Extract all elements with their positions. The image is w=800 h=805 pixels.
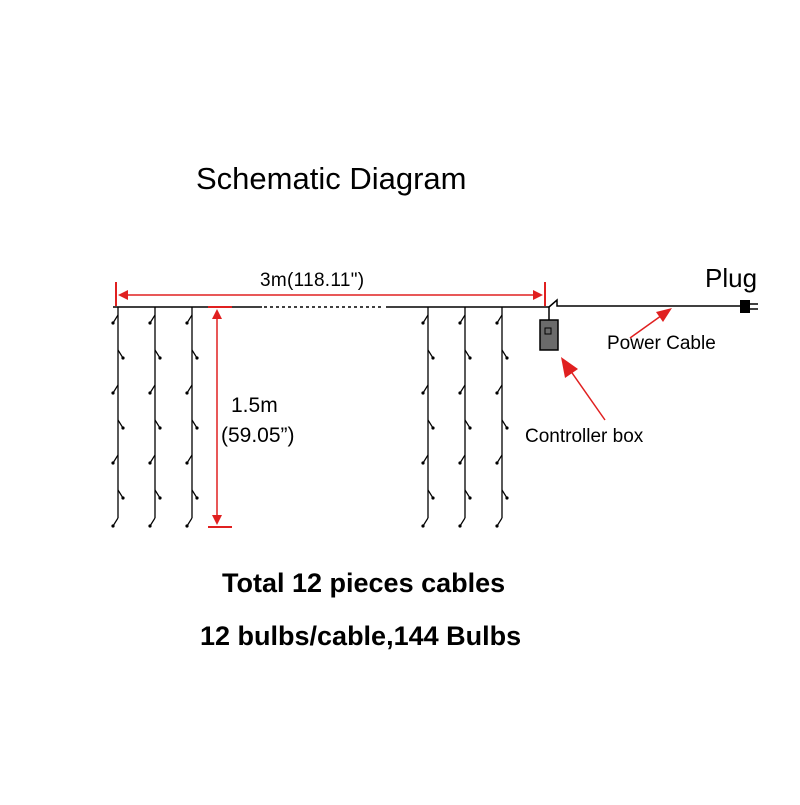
controller-box-pointer (561, 357, 606, 421)
total-cables-text: Total 12 pieces cables (222, 568, 506, 598)
width-dimension-line (115, 282, 546, 306)
bulb (185, 391, 189, 395)
bulb (505, 426, 509, 430)
controller-box-label: Controller box (525, 426, 644, 447)
bulb (111, 524, 115, 528)
bulb (111, 461, 115, 465)
bulb (421, 461, 425, 465)
bulb (148, 321, 152, 325)
bulb (111, 321, 115, 325)
height-dimension-label-inches: (59.05”) (221, 424, 295, 447)
bulb (468, 356, 472, 360)
bulb (495, 461, 499, 465)
bulb (431, 426, 435, 430)
diagram-title: Schematic Diagram (196, 161, 467, 196)
bulb (468, 496, 472, 500)
bulb (158, 426, 162, 430)
power-cable-pointer (629, 308, 672, 339)
bulb-strand (458, 307, 472, 528)
plug-icon (740, 300, 758, 313)
bulb (495, 321, 499, 325)
bulb-count-text: 12 bulbs/cable,144 Bulbs (200, 621, 522, 651)
bulb-strand (495, 307, 509, 528)
bulb (495, 524, 499, 528)
bulb (495, 391, 499, 395)
bulb (148, 524, 152, 528)
height-dimension-line (208, 306, 232, 528)
bulb (458, 461, 462, 465)
bulb (458, 524, 462, 528)
bulb (421, 391, 425, 395)
bulb (148, 391, 152, 395)
width-dimension-label: 3m(118.11") (260, 270, 365, 291)
bulb-strand (111, 307, 125, 528)
bulb (431, 356, 435, 360)
bulb (458, 391, 462, 395)
bulb-strand (421, 307, 435, 528)
bulb (421, 524, 425, 528)
bulb (111, 391, 115, 395)
bulb (185, 524, 189, 528)
bulb (505, 356, 509, 360)
bulb (195, 496, 199, 500)
power-cable (548, 298, 742, 308)
bulb (185, 461, 189, 465)
bulb (158, 496, 162, 500)
bulb (505, 496, 509, 500)
bulb (185, 321, 189, 325)
controller-box (539, 319, 559, 351)
bulb (121, 426, 125, 430)
bulb-strand (185, 307, 199, 528)
power-cable-label: Power Cable (607, 333, 716, 354)
bulb (458, 321, 462, 325)
bulb (121, 496, 125, 500)
bulb (148, 461, 152, 465)
plug-label: Plug (705, 263, 758, 293)
bulb (121, 356, 125, 360)
bulb (468, 426, 472, 430)
bulb (158, 356, 162, 360)
bulb (421, 321, 425, 325)
bulb-strand (148, 307, 162, 528)
bulb-strands (111, 307, 509, 528)
bulb (431, 496, 435, 500)
bulb (195, 356, 199, 360)
height-dimension-label: 1.5m (231, 394, 278, 417)
bulb (195, 426, 199, 430)
